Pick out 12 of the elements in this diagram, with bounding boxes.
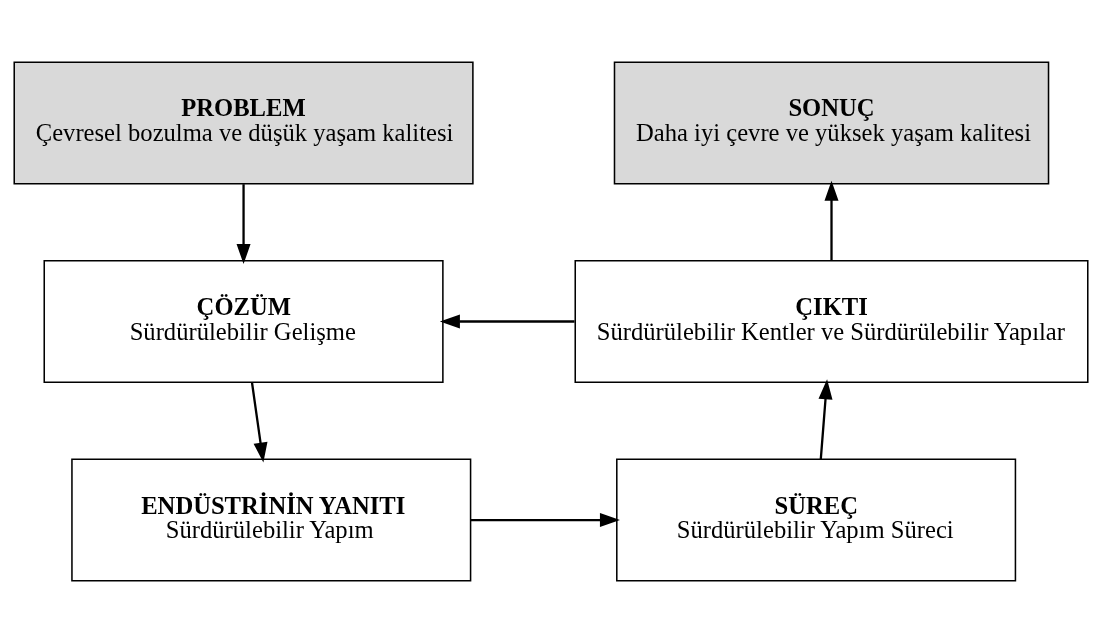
arrow — [250, 382, 268, 463]
node-box: SONUÇ Daha iyi çevre ve yüksek yaşam kalitesi — [613, 61, 1050, 185]
arrow — [824, 180, 839, 261]
arrow — [439, 314, 575, 329]
node-box: SÜREÇ Sürdürülebilir Yapım Süreci — [616, 458, 1017, 582]
node-box: ÇIKTI Sürdürülebilir Kentler ve Sürdürülebilir Yapılar — [574, 259, 1089, 384]
arrow — [236, 184, 251, 265]
arrow — [818, 379, 833, 460]
node-box: ÇÖZÜM Sürdürülebilir Gelişme — [43, 259, 444, 384]
node-box: PROBLEM Çevresel bozulma ve düşük yaşam kalitesi — [13, 61, 474, 185]
arrow — [470, 513, 620, 528]
node-box: ENDÜSTRİNİN YANITI Sürdürülebilir Yapım — [71, 458, 472, 582]
